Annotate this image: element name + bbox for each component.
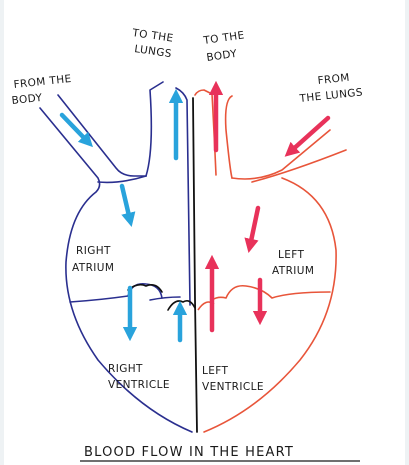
label-left-atrium-line2: ATRIUM: [272, 265, 314, 277]
label-left-ventricle-line1: LEFT: [202, 365, 229, 377]
label-left-ventricle-line2: VENTRICLE: [202, 381, 264, 393]
diagram-title: BLOOD FLOW IN THE HEART: [84, 445, 294, 460]
label-right-ventricle-line1: RIGHT: [108, 363, 143, 375]
label-left-atrium-line1: LEFT: [278, 249, 305, 261]
label-right-atrium-line2: ATRIUM: [72, 262, 114, 274]
paper: [4, 0, 405, 465]
label-right-atrium-line1: RIGHT: [76, 245, 111, 257]
label-right-ventricle-line2: VENTRICLE: [108, 379, 170, 391]
